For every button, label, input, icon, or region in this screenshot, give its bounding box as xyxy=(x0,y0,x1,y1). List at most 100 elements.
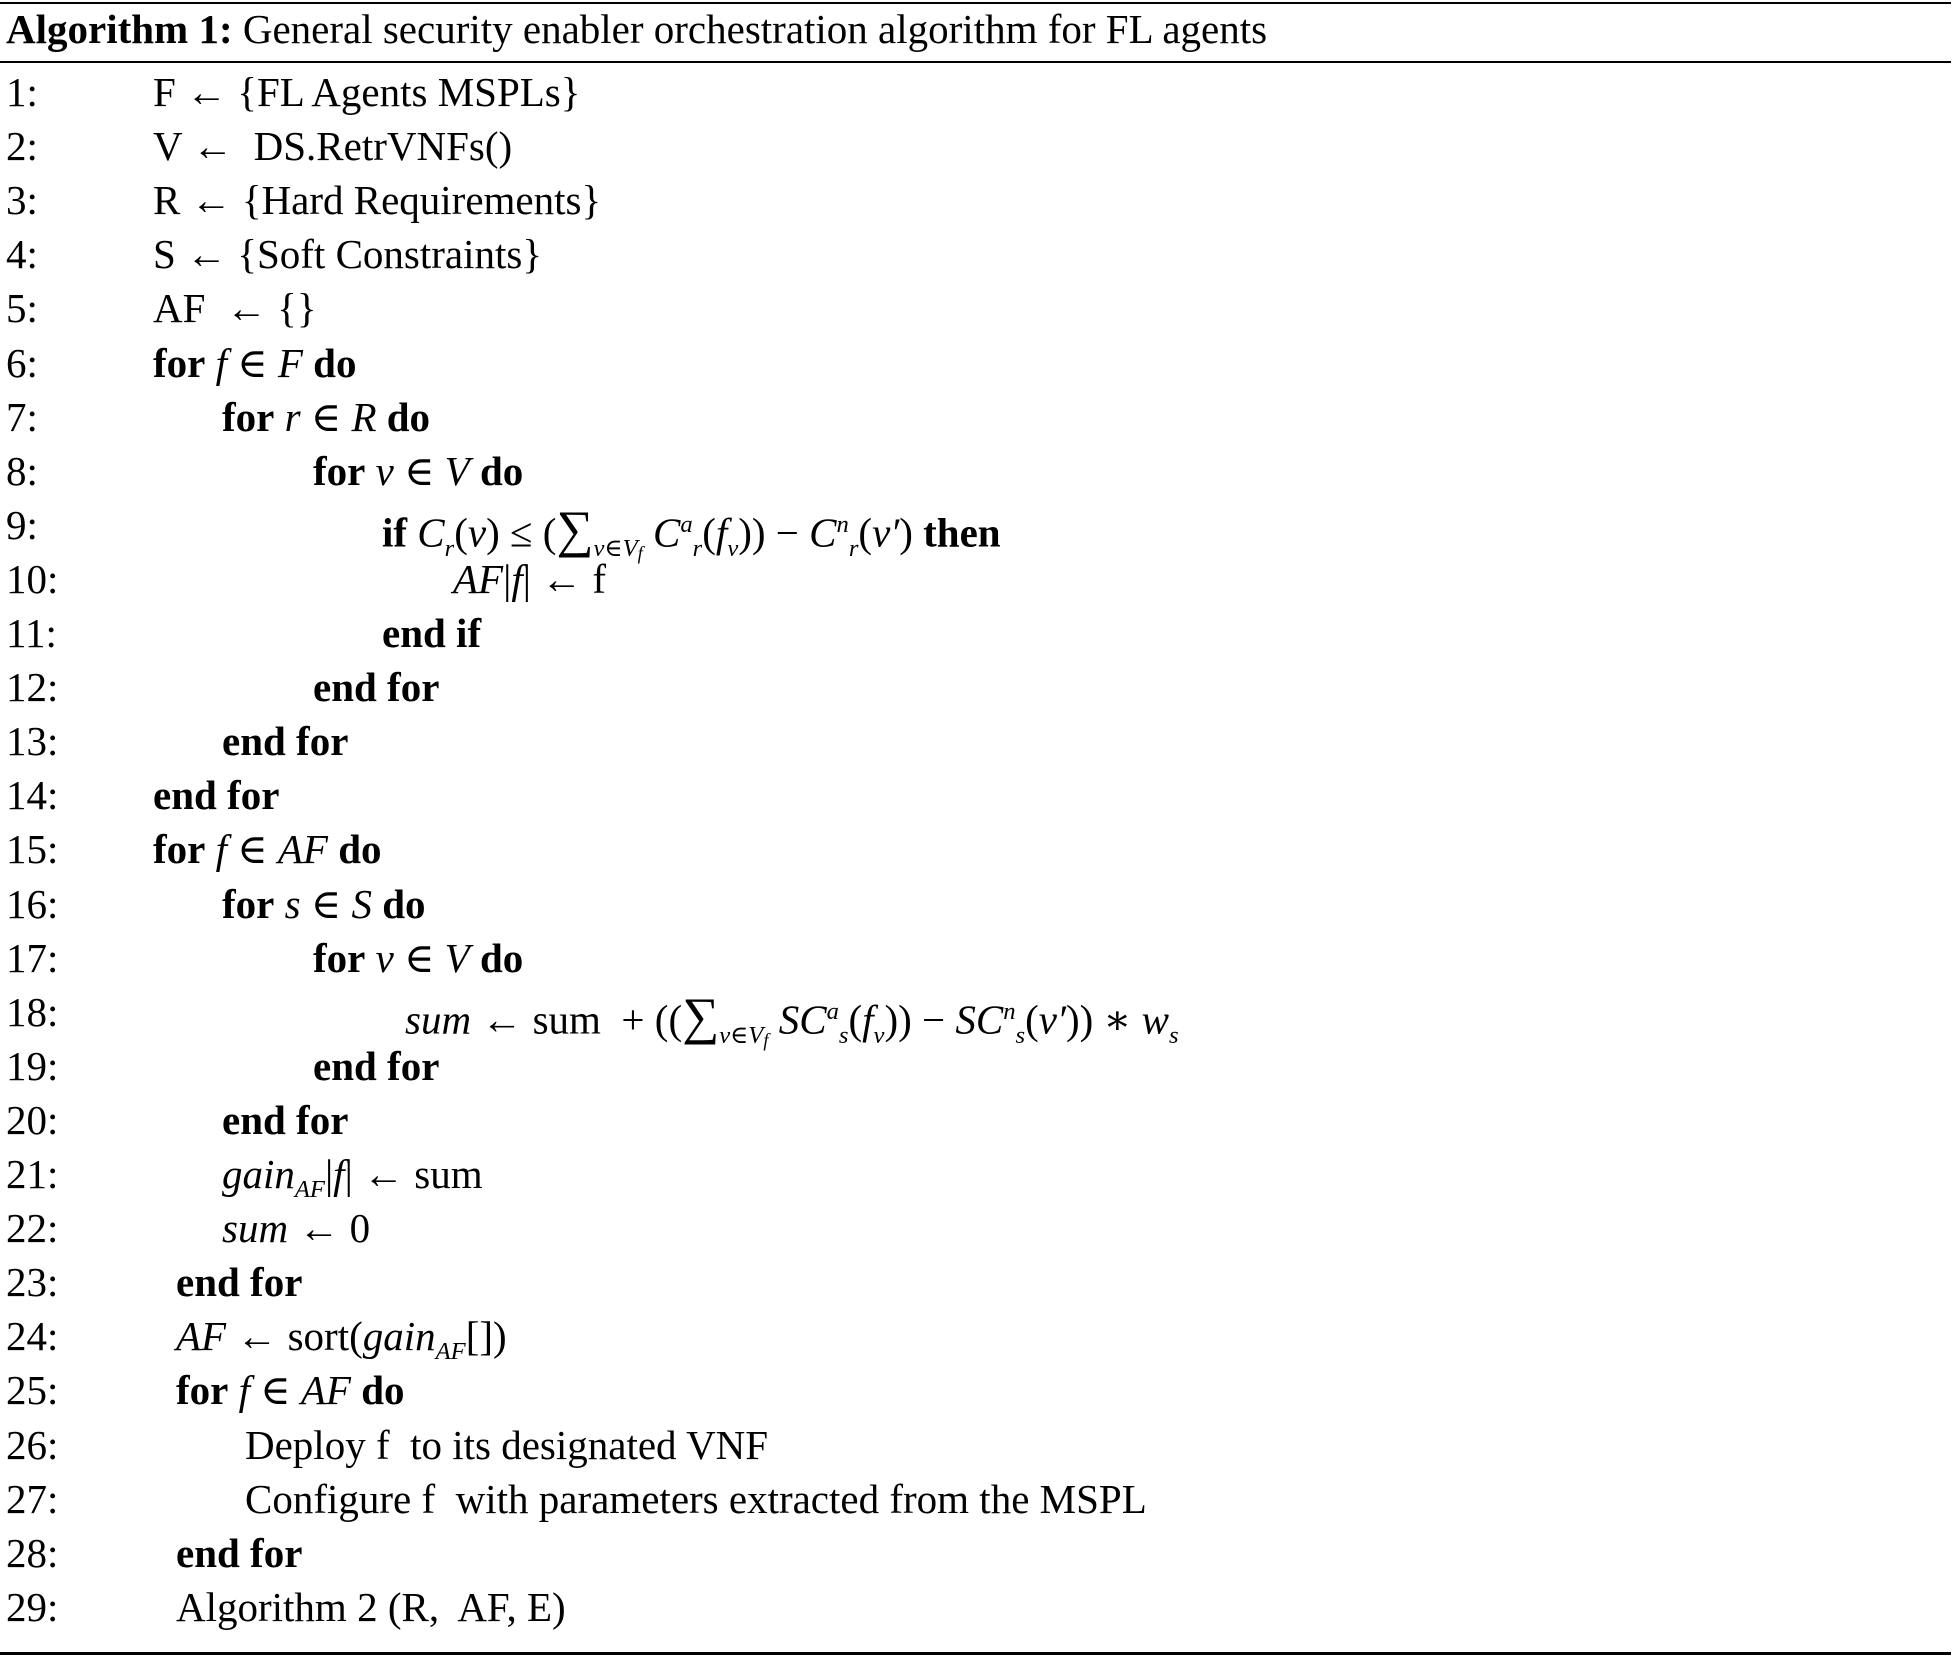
line-number: 11: xyxy=(6,610,57,656)
code-token: v′ xyxy=(1038,996,1066,1043)
code-token xyxy=(768,996,778,1042)
line-number: 28: xyxy=(6,1529,59,1576)
line-number: 25: xyxy=(6,1367,59,1414)
code-token: C xyxy=(653,509,681,556)
code-token: ( xyxy=(848,996,863,1043)
line-code: end for xyxy=(153,768,279,822)
line-code: Algorithm 2 (R, AF, E) xyxy=(176,1580,566,1634)
line-code: AF ← {} xyxy=(153,281,317,335)
code-token: ∈ xyxy=(227,339,278,386)
code-token: S xyxy=(351,880,372,927)
algorithm-line: 7:for r ∈ R do xyxy=(0,390,1951,444)
code-token: | ← f xyxy=(522,555,607,602)
line-code: end for xyxy=(222,714,348,768)
line-number: 7: xyxy=(6,393,38,440)
code-token: Algorithm 2 (R, AF, E) xyxy=(176,1583,566,1630)
algorithm-line: 16:for s ∈ S do xyxy=(0,877,1951,931)
algorithm-line: 19: end for xyxy=(0,1039,1951,1093)
code-token: do xyxy=(479,447,524,494)
code-token: AF xyxy=(435,1338,466,1366)
code-token: ∑ xyxy=(682,988,720,1046)
code-token: do xyxy=(313,339,357,386)
algorithm-line: 3:R ← {Hard Requirements} xyxy=(0,173,1951,227)
code-token: S ← {Soft Constraints} xyxy=(153,231,543,278)
code-token: end for xyxy=(176,1529,303,1576)
line-number: 21: xyxy=(6,1151,59,1197)
line-code: for f ∈ AF do xyxy=(153,822,382,876)
line-code: if Cr(v) ≤ (∑v∈Vf Car(fv)) − Cnr(v′) the… xyxy=(382,498,1001,581)
line-code: end for xyxy=(313,1039,439,1093)
code-token: end if xyxy=(382,610,482,656)
code-token: r xyxy=(848,534,859,562)
code-token: gain xyxy=(362,1313,436,1360)
code-token: ( xyxy=(702,509,716,556)
line-number: 23: xyxy=(6,1259,59,1306)
code-token: V xyxy=(444,934,470,981)
code-token: for xyxy=(153,826,206,873)
code-token: r xyxy=(444,534,455,562)
code-token xyxy=(328,826,338,872)
code-token: ) ≤ ( xyxy=(486,509,557,556)
algorithm-line: 22:sum ← 0 xyxy=(0,1201,1951,1255)
line-number: 22: xyxy=(6,1205,59,1252)
line-number: 19: xyxy=(6,1042,59,1089)
algorithm-caption: Algorithm 1: General security enabler or… xyxy=(6,0,1267,58)
code-token: ( xyxy=(1025,996,1039,1043)
code-token: sum xyxy=(405,996,472,1043)
line-number: 2: xyxy=(6,123,38,170)
code-token: r xyxy=(692,534,703,562)
line-number: 6: xyxy=(6,339,38,386)
line-code: Deploy f to its designated VNF xyxy=(245,1418,768,1472)
code-token: s xyxy=(1015,1021,1026,1049)
line-number: 20: xyxy=(6,1096,59,1143)
line-code: F ← {FL Agents MSPLs} xyxy=(153,65,580,119)
code-token xyxy=(351,1367,361,1413)
code-token: f xyxy=(511,555,523,602)
code-token: AF xyxy=(176,1313,227,1360)
code-token: ∈ xyxy=(300,880,352,927)
code-token: ∈ xyxy=(250,1367,301,1414)
line-number: 29: xyxy=(6,1583,59,1630)
algorithm-line: 20:end for xyxy=(0,1093,1951,1147)
line-code: gainAF|f| ← sum xyxy=(222,1147,483,1217)
code-token: do xyxy=(479,934,524,981)
code-token: R ← {Hard Requirements} xyxy=(153,177,602,224)
code-token xyxy=(205,340,215,386)
line-number: 17: xyxy=(6,934,59,981)
code-token: AF xyxy=(453,555,504,602)
code-token: for xyxy=(313,934,366,981)
code-token: []) xyxy=(465,1313,507,1360)
code-token: f xyxy=(715,509,728,556)
line-code: S ← {Soft Constraints} xyxy=(153,227,542,281)
code-token xyxy=(376,394,386,440)
line-code: AF|f| ← f xyxy=(453,552,606,606)
code-token: Configure f with parameters extracted fr… xyxy=(245,1475,1147,1522)
code-token: for xyxy=(176,1367,229,1414)
code-token: Deploy f to its designated VNF xyxy=(245,1421,769,1468)
algorithm-line: 2:V ← DS.RetrVNFs() xyxy=(0,119,1951,173)
algorithm-line: 17: for v ∈ V do xyxy=(0,931,1951,985)
code-token xyxy=(365,448,375,494)
code-token: v′ xyxy=(872,509,900,556)
code-token: f xyxy=(215,339,228,386)
line-number: 13: xyxy=(6,718,59,765)
line-code: end if xyxy=(382,606,481,660)
code-token: v xyxy=(727,534,739,562)
code-token: ( xyxy=(454,509,468,556)
code-token: end for xyxy=(153,772,280,819)
code-token: AF xyxy=(300,1367,351,1414)
code-token: f xyxy=(637,543,643,564)
code-token: sum xyxy=(222,1205,289,1252)
line-code: for v ∈ V do xyxy=(313,931,523,985)
algorithm-line: 5:AF ← {} xyxy=(0,281,1951,335)
code-token: f xyxy=(238,1367,251,1414)
code-token xyxy=(274,394,284,440)
code-token: s xyxy=(1168,1021,1179,1049)
code-token: ∑ xyxy=(556,501,594,559)
code-token: AF xyxy=(277,826,328,873)
code-token xyxy=(470,448,480,494)
code-token: n xyxy=(1003,997,1016,1025)
algorithm-line: 12:end for xyxy=(0,660,1951,714)
code-token: v xyxy=(375,934,394,981)
line-code: end for xyxy=(313,660,439,714)
